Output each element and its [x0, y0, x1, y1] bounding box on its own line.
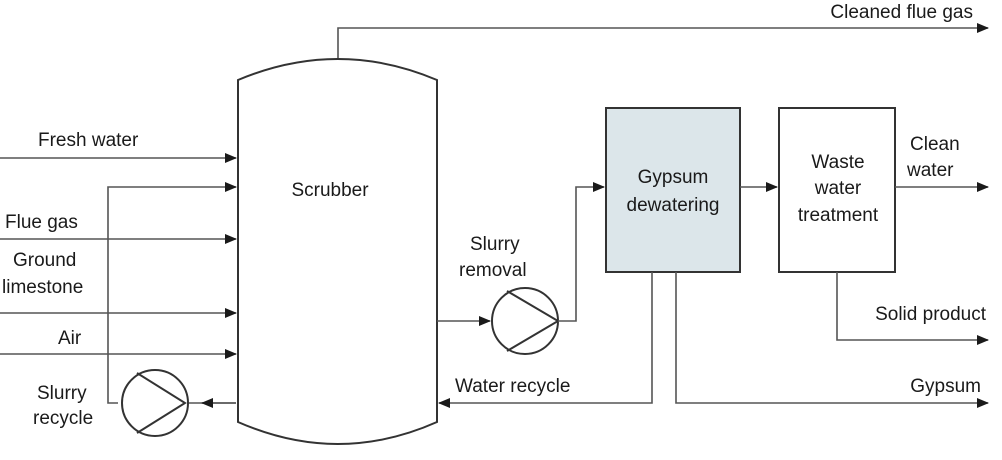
air-label: Air [58, 328, 82, 349]
gypsum-dewatering-box [605, 107, 741, 273]
slurry-removal-label-1: Slurry [470, 234, 520, 255]
fresh-water-label: Fresh water [38, 130, 139, 151]
solid-product-line [836, 272, 989, 345]
ground-limestone-label-1: Ground [13, 250, 76, 271]
slurry-removal-pump-icon [491, 287, 560, 355]
slurry-recycle-label-1: Slurry [37, 383, 87, 404]
slurry-recycle-riser [107, 182, 237, 404]
waste-water-treatment-label-2: water [814, 178, 862, 199]
gypsum-dewatering-label-2: dewatering [627, 195, 720, 216]
waste-water-treatment-label-1: Waste [811, 152, 864, 173]
slurry-removal-label-2: removal [459, 260, 527, 281]
clean-water-label-2: water [906, 160, 954, 181]
cleaned-flue-gas-line [337, 23, 989, 58]
slurry-recycle-label-2: recycle [33, 408, 93, 429]
scrubber-vessel [237, 58, 438, 445]
slurry-recycle-pump-icon [121, 369, 189, 437]
gypsum-output-label: Gypsum [910, 376, 981, 397]
water-recycle-label: Water recycle [455, 376, 570, 397]
waste-water-treatment-box [778, 107, 896, 273]
cleaned-flue-gas-label: Cleaned flue gas [830, 2, 973, 23]
clean-water-label-1: Clean [910, 134, 960, 155]
flue-gas-label: Flue gas [5, 212, 78, 233]
scrubber-label: Scrubber [291, 180, 369, 201]
waste-water-treatment-label-3: treatment [798, 205, 879, 226]
gypsum-dewatering-label-1: Gypsum [638, 167, 709, 188]
solid-product-label: Solid product [875, 304, 987, 325]
ground-limestone-label-2: limestone [2, 277, 83, 298]
water-recycle-line [438, 272, 653, 408]
slurry-to-dewatering-line [558, 182, 605, 322]
gypsum-output-line [675, 272, 989, 408]
